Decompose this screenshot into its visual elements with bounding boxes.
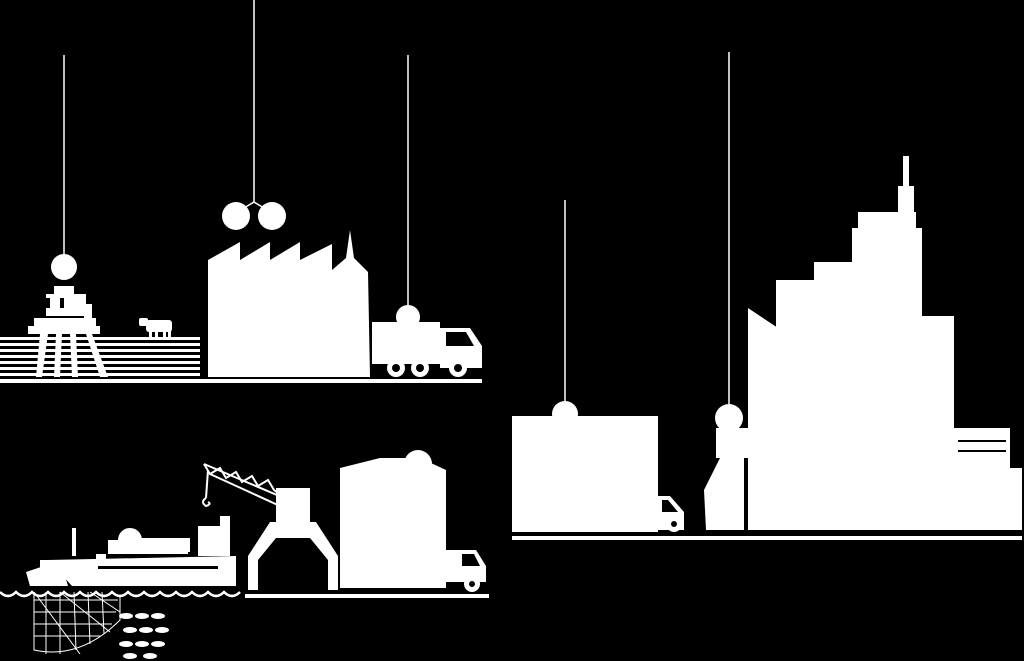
fishing-boat-icon — [26, 560, 68, 586]
water-waves — [0, 590, 241, 598]
farm-tractor-icon — [0, 286, 200, 377]
fish-school-icon — [119, 613, 169, 659]
truck-icon — [372, 305, 482, 377]
hanging-sphere-icon — [51, 0, 730, 406]
cow-icon — [139, 318, 172, 338]
factory-icon — [208, 230, 370, 377]
crane-arm — [202, 463, 285, 508]
fishing-net-icon — [33, 591, 121, 655]
city-skyline-icon — [704, 156, 1022, 530]
store-building-icon — [512, 401, 684, 532]
ground-lines — [0, 379, 1022, 598]
warehouse-icon — [340, 450, 446, 588]
cargo-ship-icon — [48, 516, 236, 586]
harbor-crane-icon — [248, 488, 338, 590]
